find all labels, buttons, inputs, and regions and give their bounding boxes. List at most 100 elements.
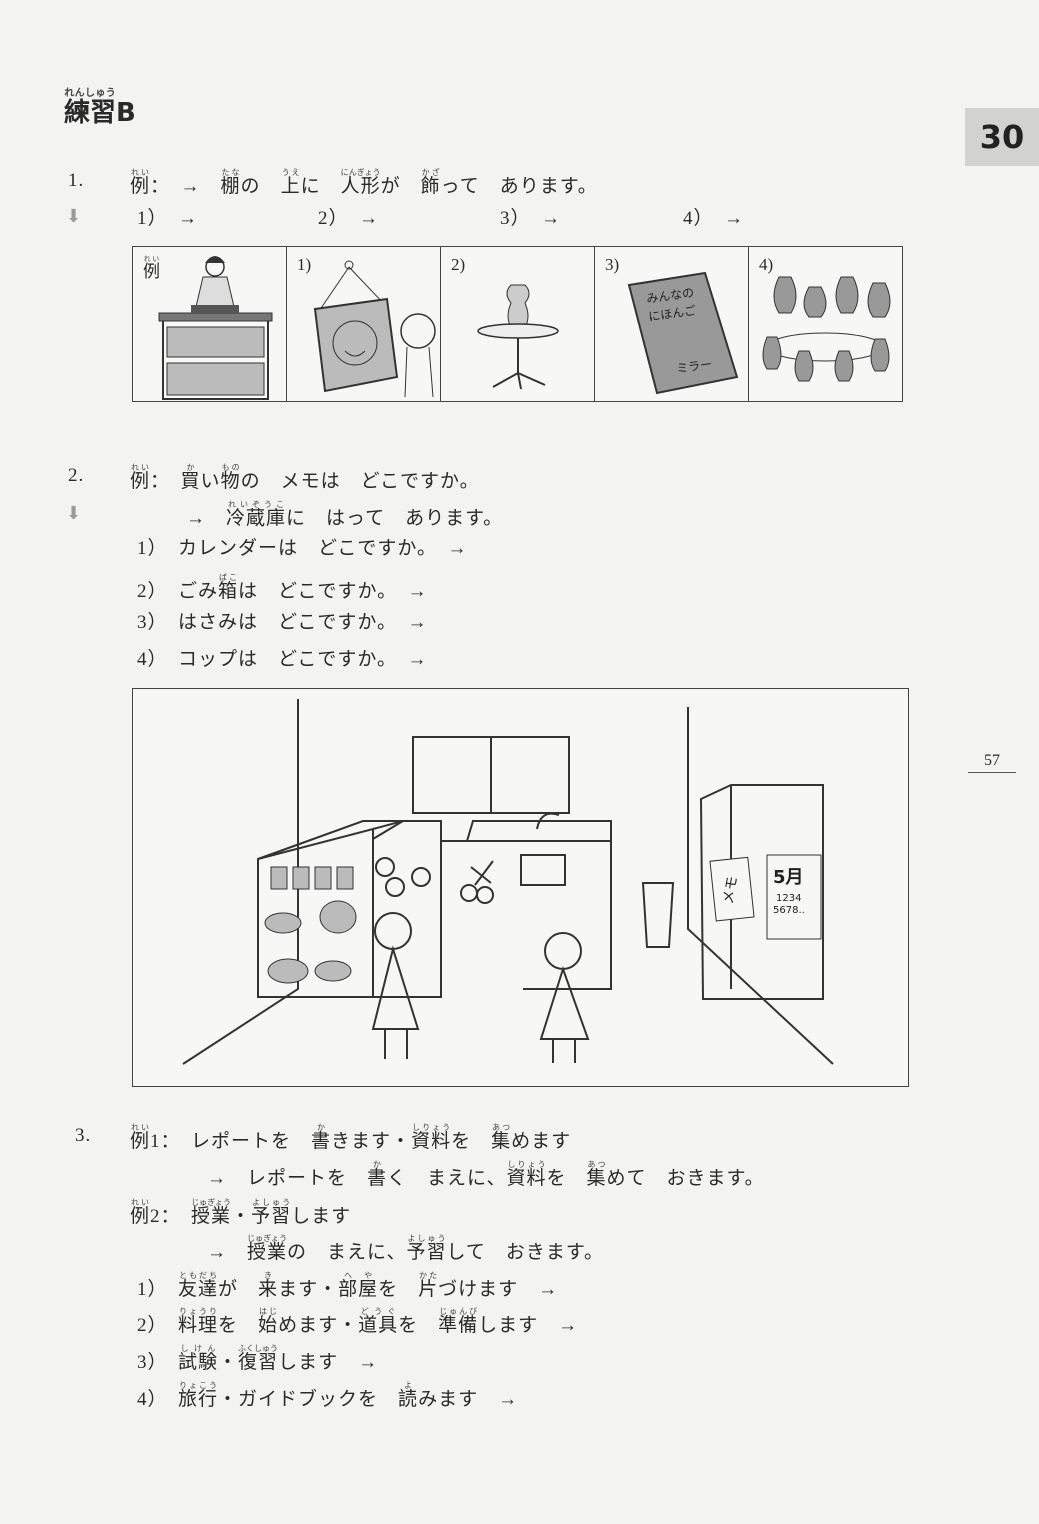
furigana-reading: もの bbox=[220, 463, 241, 472]
text-segment: します → bbox=[478, 1315, 579, 1336]
kanji-text: 道具 bbox=[358, 1315, 399, 1336]
furigana-word: 料理りょうり bbox=[178, 1307, 219, 1336]
exercise-1-item-4: 4） → bbox=[683, 208, 745, 229]
kanji-text: 箱 bbox=[218, 581, 239, 602]
text-segment: は どこですか。 → bbox=[238, 581, 428, 602]
furigana-reading: たな bbox=[220, 168, 241, 177]
exercise-2-example-question: 例れい： 買かい物ものの メモは どこですか。 bbox=[130, 463, 480, 495]
kanji-text: 物 bbox=[220, 471, 241, 492]
kanji-text: 棚 bbox=[220, 176, 241, 197]
text-segment: 1) bbox=[297, 255, 312, 274]
text-segment: ・ bbox=[218, 1352, 239, 1373]
furigana-word: 飾かざ bbox=[421, 168, 441, 197]
furigana-word: 上うえ bbox=[280, 168, 301, 197]
furigana-word: 来き bbox=[258, 1271, 279, 1300]
furigana-word: 冷蔵庫れいぞうこ bbox=[226, 500, 286, 529]
furigana-word: 集あつ bbox=[586, 1160, 607, 1189]
kanji-text: 人形 bbox=[340, 176, 381, 197]
text-segment: が bbox=[218, 1279, 259, 1300]
text-segment: を bbox=[218, 1315, 259, 1336]
kanji-text: 買 bbox=[180, 471, 201, 492]
exercise-2-item-3: 3） はさみは どこですか。 → bbox=[137, 610, 428, 636]
furigana-word: 授業じゅぎょう bbox=[191, 1198, 231, 1227]
book-illustration: みんなの にほんご ミラー bbox=[627, 271, 739, 395]
furigana-reading: じゅぎょう bbox=[191, 1198, 232, 1207]
furigana-word: 予習よしゅう bbox=[406, 1234, 447, 1263]
text-segment: 4) bbox=[759, 255, 774, 274]
kanji-text: 練習 bbox=[64, 98, 117, 128]
kanji-text: 集 bbox=[586, 1168, 607, 1189]
furigana-reading: か bbox=[367, 1160, 388, 1169]
exercise-2-item-2: 2） ごみ箱ばこは どこですか。 → bbox=[137, 573, 428, 605]
furigana-word: 資料しりょう bbox=[411, 1123, 451, 1152]
doll-on-shelf-illustration bbox=[158, 256, 273, 400]
kanji-text: 上 bbox=[280, 176, 301, 197]
furigana-reading: うえ bbox=[280, 168, 301, 177]
furigana-reading: しりょう bbox=[506, 1160, 547, 1169]
furigana-reading: りょうり bbox=[178, 1307, 219, 1316]
text-segment: B bbox=[116, 98, 136, 128]
furigana-reading: よしゅう bbox=[251, 1198, 292, 1207]
furigana-word: 始はじ bbox=[258, 1307, 279, 1336]
exercise-2-number: 2. bbox=[68, 465, 85, 486]
panel-4: 4) bbox=[749, 247, 902, 401]
text-segment: の まえに、 bbox=[287, 1242, 407, 1263]
kanji-text: 予習 bbox=[251, 1206, 292, 1227]
furigana-word: 資料しりょう bbox=[506, 1160, 546, 1189]
text-segment: く まえに、 bbox=[387, 1168, 507, 1189]
text-segment: ： → bbox=[150, 176, 221, 197]
page-number: 57 bbox=[968, 752, 1016, 773]
furigana-word: 集あつ bbox=[491, 1123, 511, 1152]
text-segment: 4） コップは どこですか。 → bbox=[137, 649, 428, 670]
exercise-1-number: 1. bbox=[68, 170, 85, 191]
furigana-reading: れい bbox=[130, 463, 151, 472]
furigana-word: 片かた bbox=[418, 1271, 438, 1300]
furigana-word: 物もの bbox=[220, 463, 241, 492]
furigana-word: 買か bbox=[180, 463, 201, 492]
exercise-3-example2-answer: → 授業じゅぎょうの まえに、予習よしゅうして おきます。 bbox=[207, 1234, 604, 1266]
text-segment: 4） bbox=[137, 1389, 179, 1410]
kanji-text: 例 bbox=[130, 471, 151, 492]
kanji-text: 例 bbox=[130, 176, 151, 197]
text-segment: 2) bbox=[451, 255, 466, 274]
text-segment: に bbox=[300, 176, 341, 197]
book-title-line-1: みんなの bbox=[645, 285, 694, 306]
furigana-reading: れい bbox=[130, 1123, 151, 1132]
furigana-reading: じゅんび bbox=[438, 1307, 479, 1316]
text-segment: ： bbox=[150, 471, 181, 492]
text-segment: を bbox=[378, 1279, 419, 1300]
kanji-text: 料理 bbox=[178, 1315, 219, 1336]
text-segment: みます → bbox=[418, 1389, 519, 1410]
kanji-text: 来 bbox=[258, 1279, 279, 1300]
furigana-reading: どうぐ bbox=[358, 1307, 399, 1316]
furigana-reading: かざ bbox=[420, 168, 441, 177]
furigana-word: 例れい bbox=[130, 463, 151, 492]
panel-1: 1) bbox=[287, 247, 441, 401]
furigana-reading: れい bbox=[130, 1198, 151, 1207]
text-segment: の bbox=[240, 176, 281, 197]
furigana-word: 準備じゅんび bbox=[438, 1307, 478, 1336]
furigana-word: 例れい bbox=[143, 255, 160, 281]
calendar-month: 5月 bbox=[773, 867, 804, 888]
kanji-text: 始 bbox=[258, 1315, 279, 1336]
furigana-word: 練習れんしゅう bbox=[64, 88, 117, 128]
furigana-reading: き bbox=[258, 1271, 279, 1280]
exercise-2-example-answer: → 冷蔵庫れいぞうこに はって あります。 bbox=[186, 500, 503, 532]
furigana-reading: あつ bbox=[491, 1123, 512, 1132]
furigana-word: 箱ばこ bbox=[218, 573, 239, 602]
furigana-reading: ともだち bbox=[178, 1271, 219, 1280]
kanji-text: 書 bbox=[311, 1131, 332, 1152]
calendar-dates-row-2: 5678.. bbox=[773, 905, 805, 916]
kanji-text: 予習 bbox=[406, 1242, 447, 1263]
text-segment: づけます → bbox=[438, 1279, 559, 1300]
furigana-reading: しけん bbox=[178, 1344, 219, 1353]
exercise-3-item-4: 4） 旅行りょこう・ガイドブックを 読よみます → bbox=[137, 1381, 518, 1413]
furigana-reading: あつ bbox=[586, 1160, 607, 1169]
furigana-reading: れい bbox=[130, 168, 151, 177]
calendar-dates-row-1: 1234 bbox=[776, 893, 801, 904]
exercise-1-item-2: 2） → bbox=[318, 208, 380, 229]
text-segment: 3) bbox=[605, 255, 620, 274]
text-segment: を bbox=[398, 1315, 439, 1336]
text-segment: い bbox=[200, 471, 221, 492]
panel-label: 3) bbox=[605, 255, 619, 275]
